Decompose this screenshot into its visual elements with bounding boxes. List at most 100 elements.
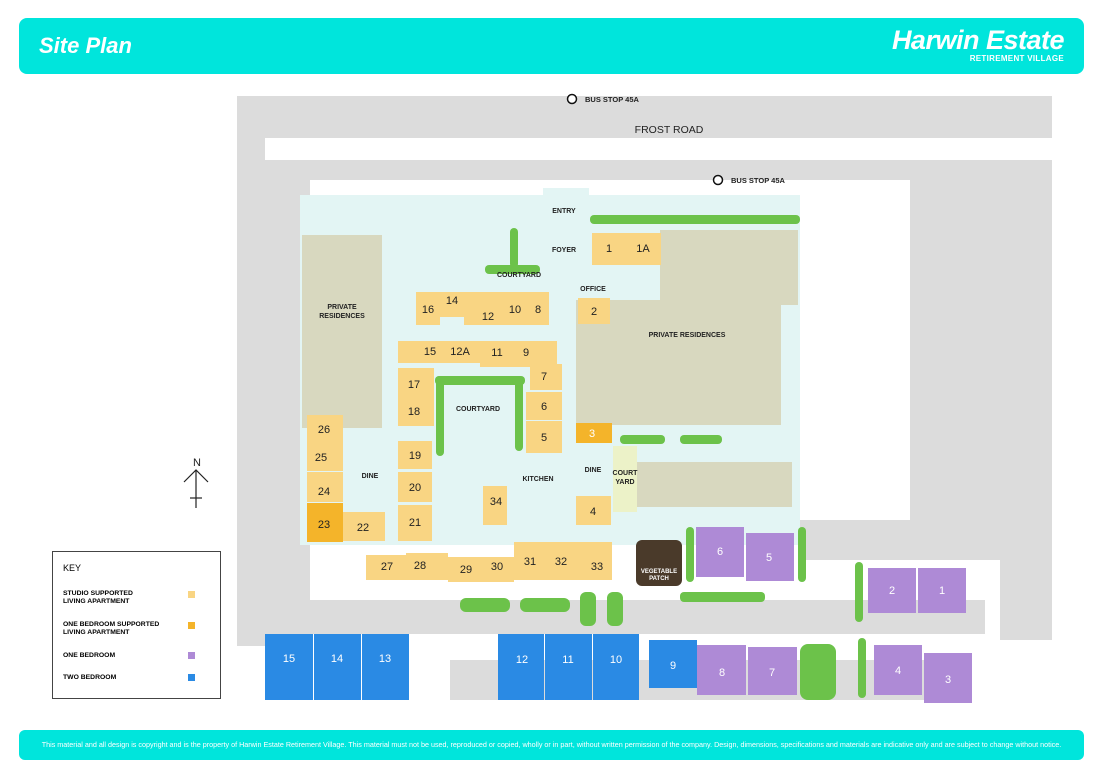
key-swatch-studio [188, 591, 195, 598]
svg-text:7: 7 [769, 667, 775, 679]
footer-bar: This material and all design is copyrigh… [19, 730, 1084, 760]
svg-text:34: 34 [490, 496, 502, 508]
svg-text:23: 23 [318, 519, 330, 531]
vegetable-patch [636, 540, 682, 586]
hedges [435, 215, 866, 700]
svg-text:25: 25 [315, 452, 327, 464]
svg-text:15: 15 [424, 346, 436, 358]
key-swatch-one-bed [188, 652, 195, 659]
svg-text:4: 4 [895, 665, 901, 677]
area-labels: ENTRY FOYER COURTYARD OFFICE PRIVATE RES… [319, 208, 725, 582]
svg-text:ENTRY: ENTRY [552, 208, 576, 215]
road-label: FROST ROAD [635, 124, 704, 136]
svg-text:26: 26 [318, 424, 330, 436]
svg-text:14: 14 [331, 653, 343, 665]
brand-name: Harwin Estate [891, 25, 1065, 55]
svg-text:1A: 1A [636, 243, 650, 255]
svg-text:8: 8 [535, 304, 541, 316]
svg-text:12: 12 [482, 311, 494, 323]
north-label: N [193, 457, 201, 469]
svg-text:11: 11 [562, 654, 573, 666]
svg-text:31: 31 [524, 556, 536, 568]
page-title: Site Plan [39, 33, 132, 58]
roads [237, 96, 1052, 700]
svg-text:FOYER: FOYER [552, 247, 576, 254]
one-bedroom-supported-units [307, 423, 612, 542]
svg-text:11: 11 [491, 347, 502, 359]
svg-text:PRIVATE RESIDENCES: PRIVATE RESIDENCES [649, 332, 726, 339]
svg-text:12A: 12A [450, 346, 470, 358]
unit-labels: 1 1A 2 16 14 12 10 8 15 12A 11 9 17 18 7… [283, 243, 951, 686]
svg-text:22: 22 [357, 522, 369, 534]
svg-text:12: 12 [516, 654, 528, 666]
court-yard-area [613, 446, 637, 512]
brand-subtitle: RETIREMENT VILLAGE [969, 54, 1064, 63]
svg-text:32: 32 [555, 556, 567, 568]
svg-text:OFFICE: OFFICE [580, 286, 606, 293]
svg-text:2: 2 [889, 585, 895, 597]
key-item-one-bed: ONE BEDROOM [63, 652, 116, 659]
svg-text:VEGETABLE: VEGETABLE [641, 569, 677, 575]
svg-text:27: 27 [381, 561, 393, 573]
svg-text:10: 10 [610, 654, 622, 666]
svg-text:2: 2 [591, 306, 597, 318]
west-road [237, 96, 265, 646]
svg-text:18: 18 [408, 406, 420, 418]
private-residences-left [302, 235, 382, 428]
svg-text:6: 6 [541, 401, 547, 413]
key-title: KEY [63, 563, 82, 573]
bus-stop-icon [712, 174, 724, 186]
svg-text:6: 6 [717, 546, 723, 558]
svg-text:RESIDENCES: RESIDENCES [319, 313, 365, 320]
bus-stop-label-2: BUS STOP 45A [731, 176, 785, 185]
svg-text:30: 30 [491, 561, 503, 573]
svg-text:YARD: YARD [615, 479, 634, 486]
svg-text:13: 13 [379, 653, 391, 665]
private-residences-right-a [660, 230, 798, 305]
north-arrow-icon: N [183, 457, 209, 508]
entry-area [543, 188, 589, 248]
svg-text:9: 9 [523, 347, 529, 359]
svg-text:14: 14 [446, 295, 458, 307]
svg-text:7: 7 [541, 371, 547, 383]
svg-text:33: 33 [591, 561, 603, 573]
brand-logo: Harwin Estate RETIREMENT VILLAGE [891, 25, 1065, 63]
svg-text:10: 10 [509, 304, 521, 316]
key-swatch-two-bed [188, 674, 195, 681]
svg-text:COURTYARD: COURTYARD [456, 406, 500, 413]
bus-stop-icon [566, 93, 578, 105]
key-swatch-one-bed-supported [188, 622, 195, 629]
svg-text:1: 1 [939, 585, 945, 597]
svg-text:COURT: COURT [613, 470, 639, 477]
one-bedroom-units [696, 527, 972, 703]
east-carpark [910, 180, 1000, 520]
svg-text:24: 24 [318, 486, 330, 498]
svg-text:20: 20 [409, 482, 421, 494]
bus-stop-label-1: BUS STOP 45A [585, 95, 639, 104]
key-item-two-bed: TWO BEDROOM [63, 674, 117, 681]
private-residences [302, 230, 798, 512]
svg-text:17: 17 [408, 379, 420, 391]
frost-road [237, 96, 1052, 138]
east-lower-road [800, 520, 1000, 560]
two-bedroom-units [265, 634, 697, 700]
svg-text:21: 21 [409, 517, 421, 529]
copyright-notice: This material and all design is copyrigh… [41, 740, 1062, 749]
svg-text:28: 28 [414, 560, 426, 572]
svg-text:3: 3 [945, 674, 951, 686]
svg-text:5: 5 [766, 552, 772, 564]
svg-text:DINE: DINE [362, 473, 379, 480]
svg-text:29: 29 [460, 564, 472, 576]
private-residences-lower [637, 462, 792, 507]
header-bar: Site Plan Harwin Estate RETIREMENT VILLA… [19, 18, 1084, 74]
svg-text:DINE: DINE [585, 467, 602, 474]
svg-text:16: 16 [422, 304, 434, 316]
svg-text:1: 1 [606, 243, 612, 255]
svg-text:19: 19 [409, 450, 421, 462]
private-residences-right-b [576, 300, 781, 425]
svg-text:9: 9 [670, 660, 676, 672]
svg-text:5: 5 [541, 432, 547, 444]
